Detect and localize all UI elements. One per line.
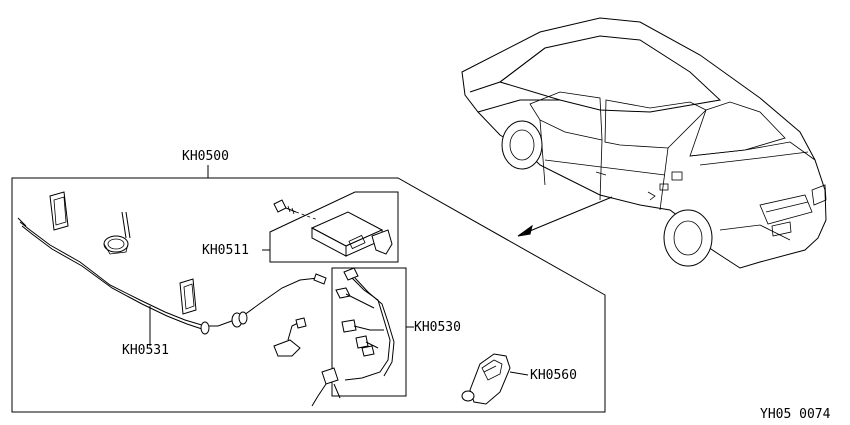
car-illustration bbox=[461, 17, 827, 269]
harness-frame bbox=[331, 267, 407, 397]
figure-code: YH05 0074 bbox=[760, 407, 831, 422]
screw bbox=[273, 199, 319, 221]
mounting-clip bbox=[273, 317, 307, 357]
wiring-harness bbox=[311, 267, 395, 407]
antenna-cable bbox=[17, 217, 327, 335]
control-unit bbox=[310, 211, 393, 257]
velcro-pad bbox=[179, 278, 197, 315]
callout-kh0531: KH0531 bbox=[122, 343, 169, 358]
cable-tie bbox=[103, 211, 131, 255]
callout-kh0500: KH0500 bbox=[182, 149, 229, 164]
direction-arrow bbox=[517, 196, 613, 237]
control-unit-frame bbox=[269, 191, 399, 263]
callout-kh0511: KH0511 bbox=[202, 243, 249, 258]
velcro-pad bbox=[49, 191, 69, 231]
remote-transmitter bbox=[461, 353, 511, 405]
kit-frame bbox=[11, 165, 606, 413]
callout-kh0560: KH0560 bbox=[530, 368, 577, 383]
leader-lines bbox=[149, 249, 529, 376]
callout-kh0530: KH0530 bbox=[414, 320, 461, 335]
